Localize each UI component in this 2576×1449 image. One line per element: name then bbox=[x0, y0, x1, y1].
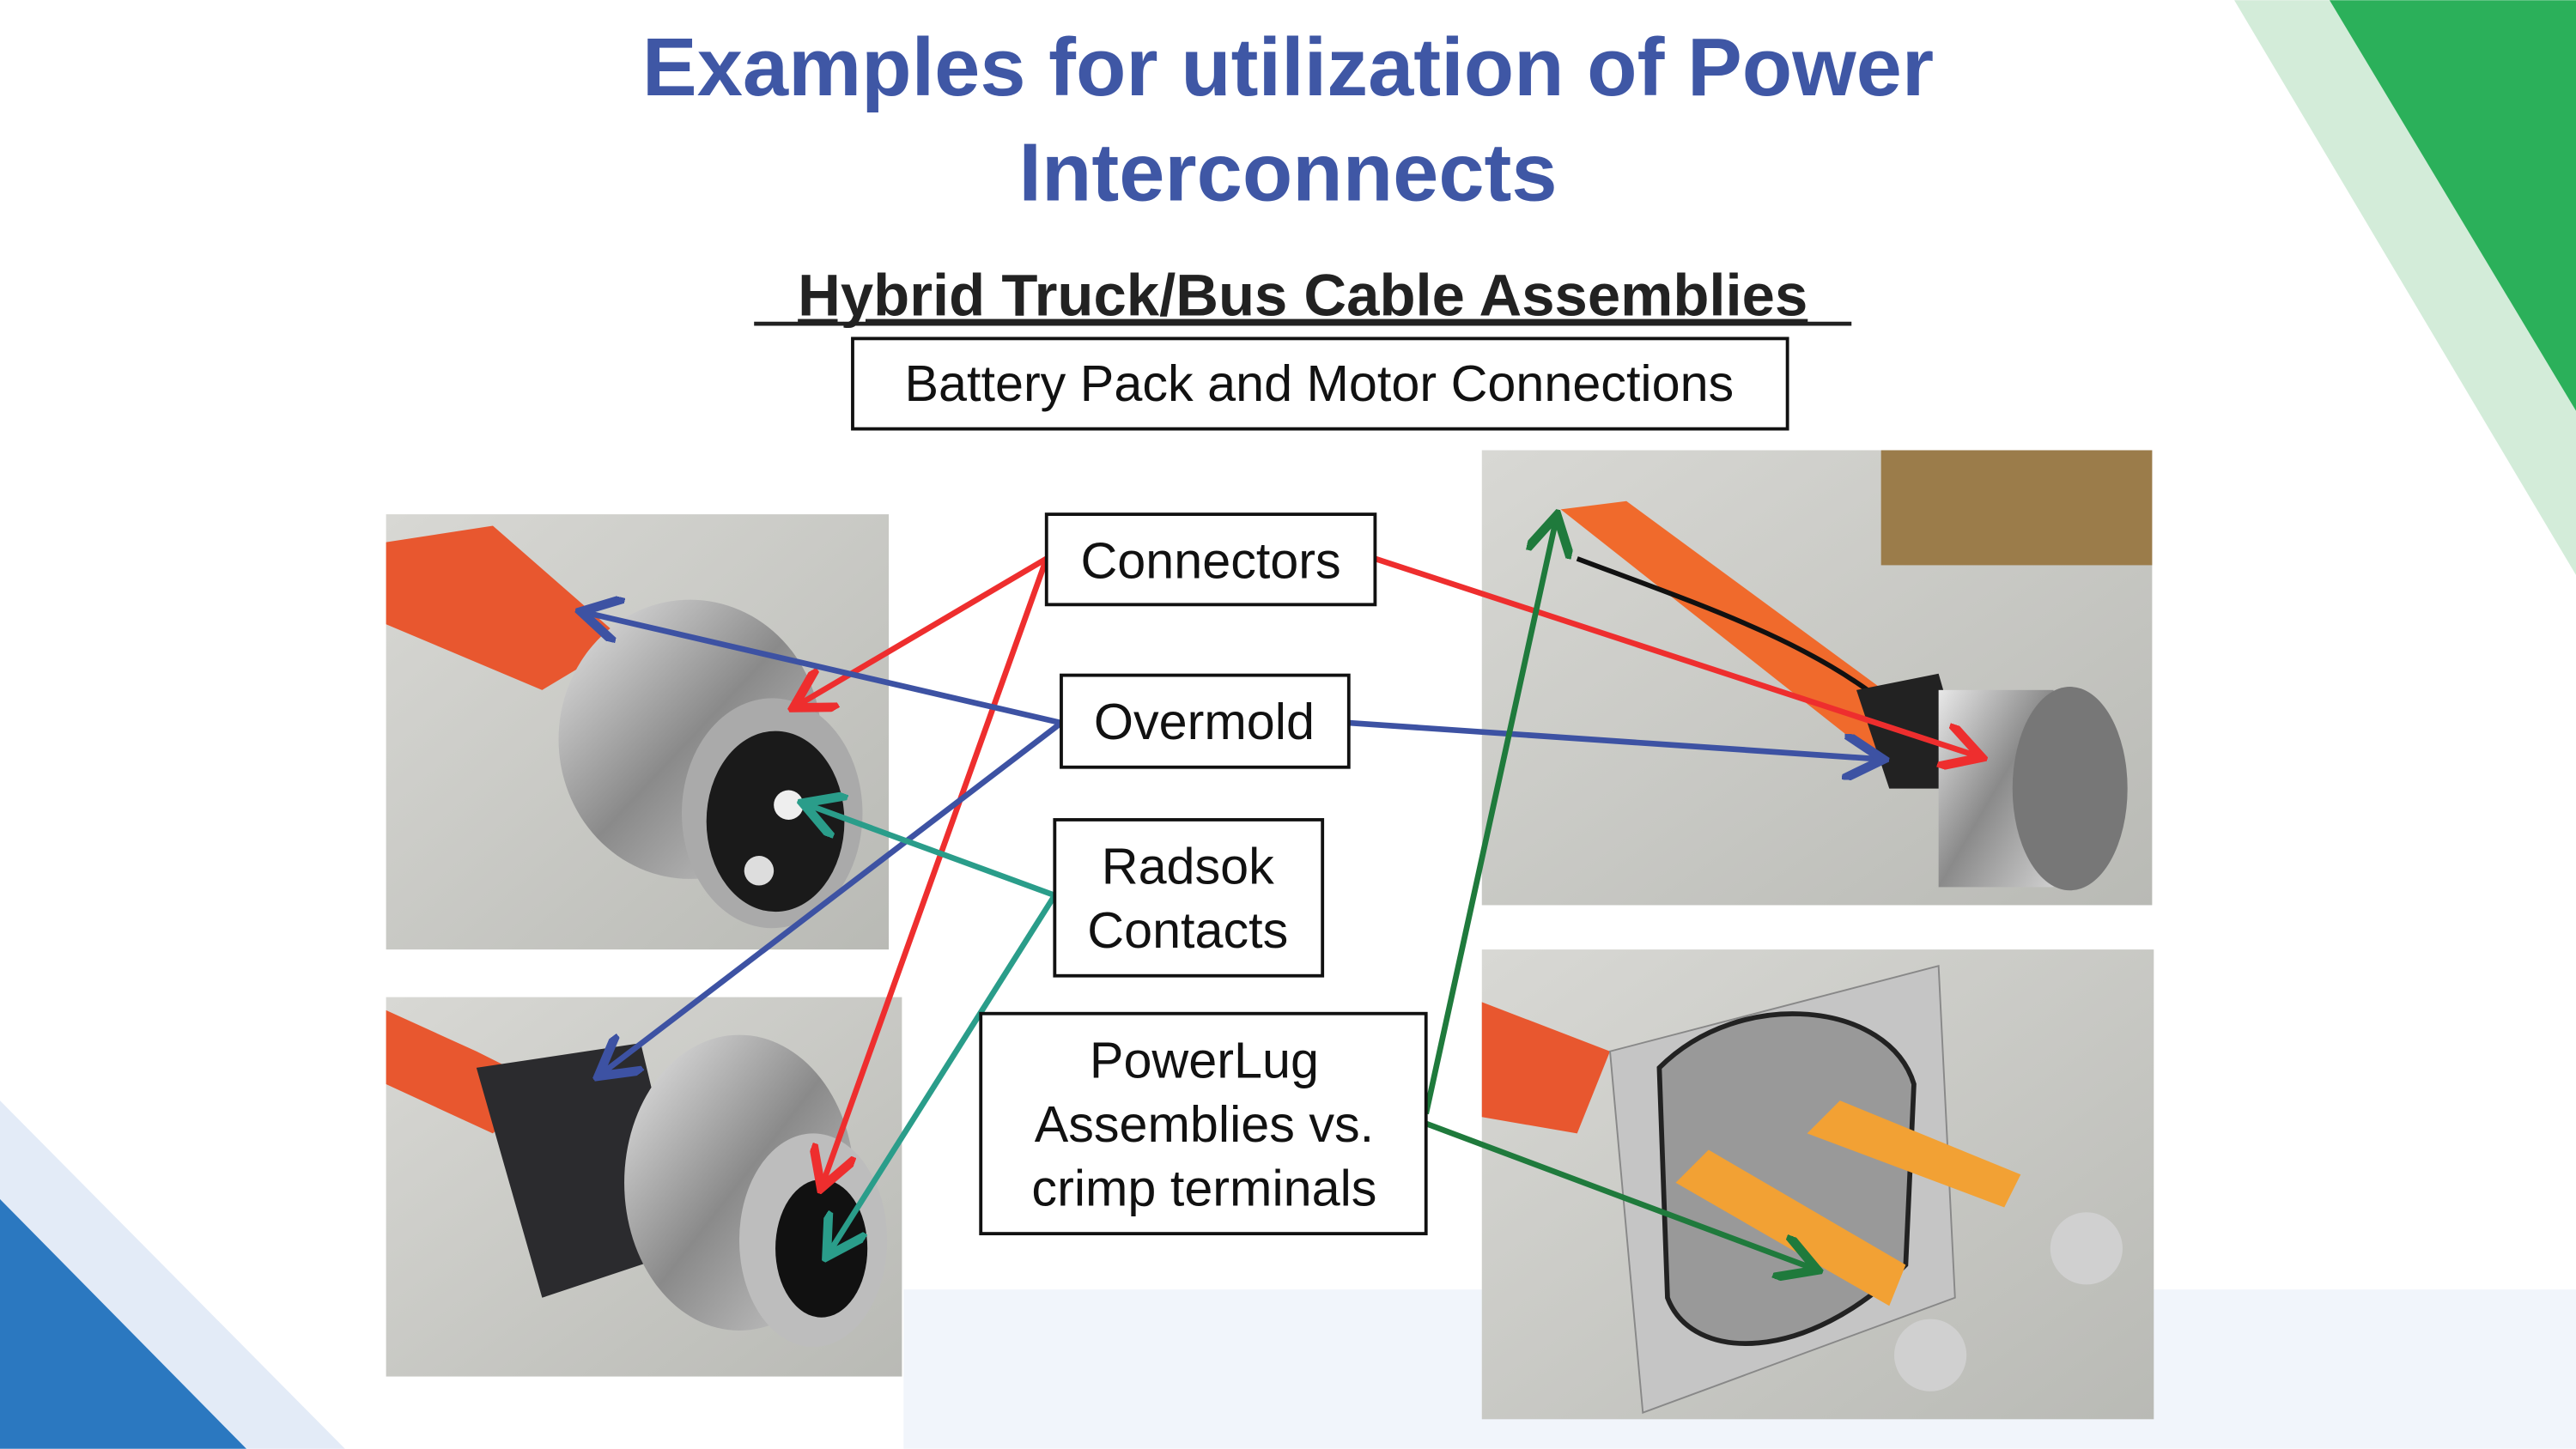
photo-cable-assembly bbox=[1481, 450, 2153, 906]
section-box-label: Battery Pack and Motor Connections bbox=[904, 355, 1734, 412]
label-powerlug-line2: Assemblies vs. bbox=[1035, 1095, 1374, 1153]
label-powerlug-line3: crimp terminals bbox=[1031, 1160, 1376, 1217]
powerlug-arrows bbox=[1423, 521, 1813, 1269]
title-line-1: Examples for utilization of Power bbox=[642, 21, 1934, 113]
label-powerlug-line1: PowerLug bbox=[1090, 1031, 1319, 1088]
label-connectors-text: Connectors bbox=[1080, 532, 1340, 590]
connectors-arrows bbox=[799, 555, 1977, 1183]
photo-connector-front bbox=[386, 514, 890, 950]
section-box bbox=[851, 336, 1789, 431]
overmold-arrows bbox=[586, 613, 1878, 1073]
photo-connector-overmold bbox=[386, 997, 902, 1377]
radsok-arrows bbox=[808, 805, 1058, 1252]
label-powerlug: PowerLug Assemblies vs. crimp terminals bbox=[979, 1011, 1428, 1236]
label-radsok-line1: Radsok bbox=[1102, 838, 1274, 895]
label-overmold: Overmold bbox=[1060, 673, 1351, 769]
label-connectors: Connectors bbox=[1044, 512, 1377, 607]
subtitle: Hybrid Truck/Bus Cable Assemblies bbox=[798, 263, 1807, 329]
title-line-2: Interconnects bbox=[1018, 127, 1557, 219]
label-radsok-line2: Contacts bbox=[1087, 901, 1288, 959]
label-overmold-text: Overmold bbox=[1094, 693, 1315, 750]
label-radsok-contacts: Radsok Contacts bbox=[1053, 818, 1325, 978]
photo-powerlug-assembly bbox=[1481, 949, 2154, 1420]
